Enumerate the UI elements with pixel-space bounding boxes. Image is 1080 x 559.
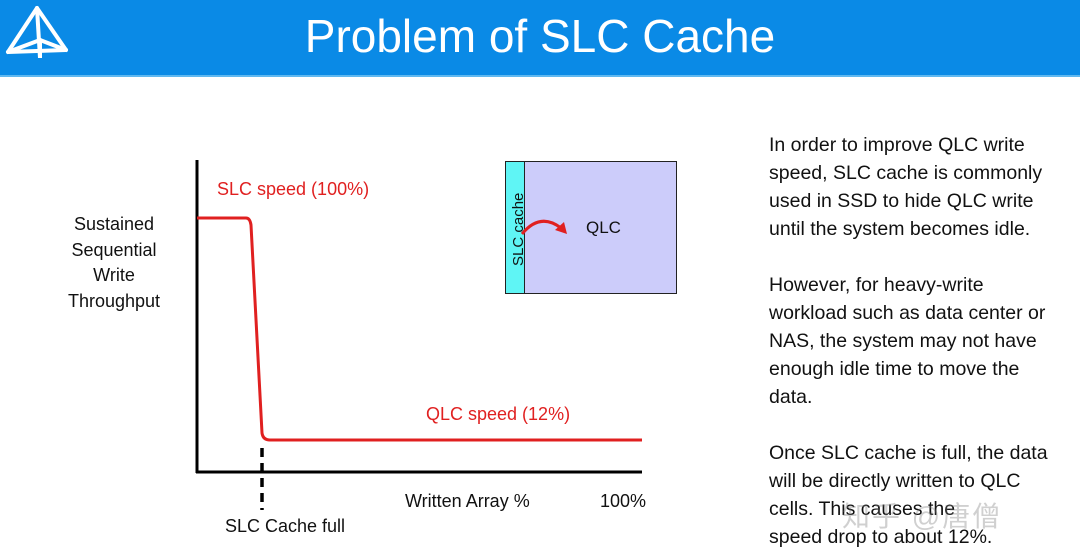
pyramid-wireframe-icon (6, 6, 68, 58)
slide-title: Problem of SLC Cache (304, 10, 776, 62)
throughput-line (197, 216, 642, 442)
paragraph-1: In order to improve QLC write speed, SLC… (769, 134, 1043, 240)
y-axis-label: Sustained Sequential Write Throughput (67, 214, 161, 311)
qlc-speed-annotation: QLC speed (12%) (426, 404, 571, 424)
slc-speed-annotation: SLC speed (100%) (217, 179, 370, 199)
paragraph-3: Once SLC cache is full, the data will be… (769, 442, 1048, 548)
cache-full-label: SLC Cache full (225, 516, 346, 536)
slide-header (0, 0, 1080, 75)
paragraph-2: However, for heavy-write workload such a… (769, 274, 1046, 408)
watermark: 知乎 @唐僧 (842, 501, 1003, 532)
x-axis-end-label: 100% (600, 491, 647, 511)
x-axis-label: Written Array % (405, 491, 530, 511)
qlc-label: QLC (586, 218, 621, 237)
header-divider (0, 75, 1080, 77)
slc-cache-label: SLC cache (510, 192, 527, 266)
